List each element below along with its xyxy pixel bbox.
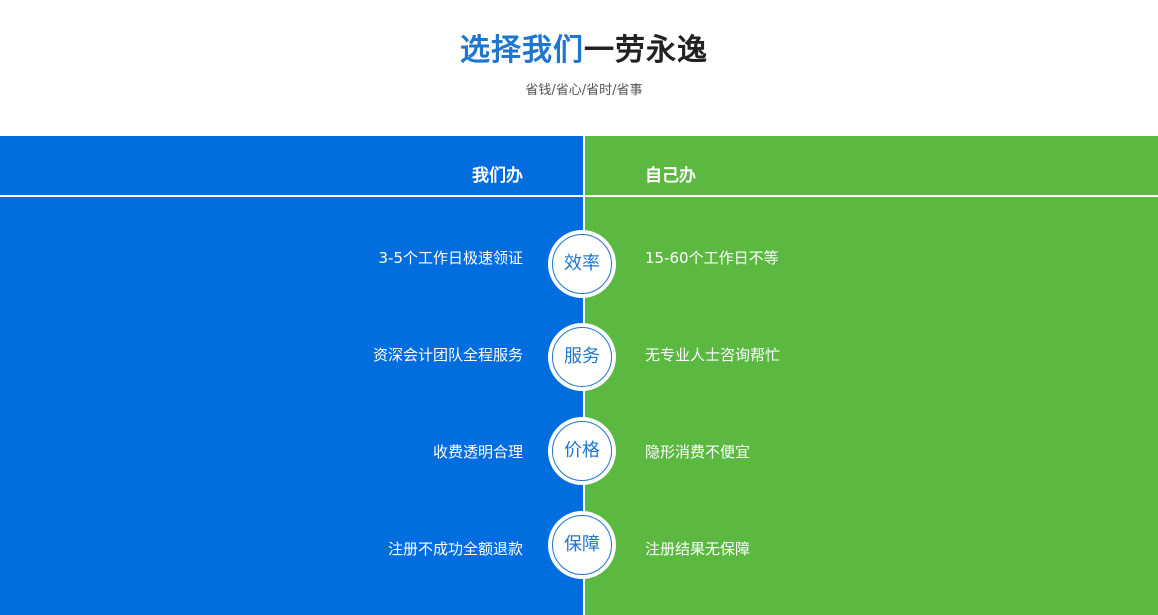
header-divider (0, 195, 1158, 197)
badge-label: 服务 (552, 327, 612, 387)
row-service-ours: 资深会计团队全程服务 (372, 346, 523, 364)
row-service-self: 无专业人士咨询帮忙 (645, 346, 781, 364)
row-price-self: 隐形消费不便宜 (645, 443, 751, 461)
column-heading-self: 自己办 (645, 166, 696, 186)
badge-label: 保障 (552, 515, 612, 575)
row-efficiency-ours: 3-5个工作日极速领证 (378, 249, 523, 267)
row-efficiency-self: 15-60个工作日不等 (645, 249, 779, 267)
row-price-ours: 收费透明合理 (432, 443, 523, 461)
column-heading-ours: 我们办 (472, 166, 523, 186)
row-guarantee-self: 注册结果无保障 (645, 540, 751, 558)
ours-panel (0, 136, 583, 615)
badge-label: 效率 (552, 234, 612, 294)
section-subtitle: 省钱/省心/省时/省事 (525, 83, 643, 98)
row-guarantee-ours: 注册不成功全额退款 (387, 540, 523, 558)
badge-service: 服务 (548, 323, 616, 391)
title-highlight: 选择我们 (460, 33, 584, 68)
section-header: 选择我们一劳永逸 省钱/省心/省时/省事 (0, 0, 1158, 136)
badge-label: 价格 (552, 421, 612, 481)
self-panel (585, 136, 1158, 615)
badge-price: 价格 (548, 417, 616, 485)
section-title: 选择我们一劳永逸 (0, 30, 1158, 72)
badge-guarantee: 保障 (548, 511, 616, 579)
badge-efficiency: 效率 (548, 230, 616, 298)
title-rest: 一劳永逸 (584, 33, 708, 68)
